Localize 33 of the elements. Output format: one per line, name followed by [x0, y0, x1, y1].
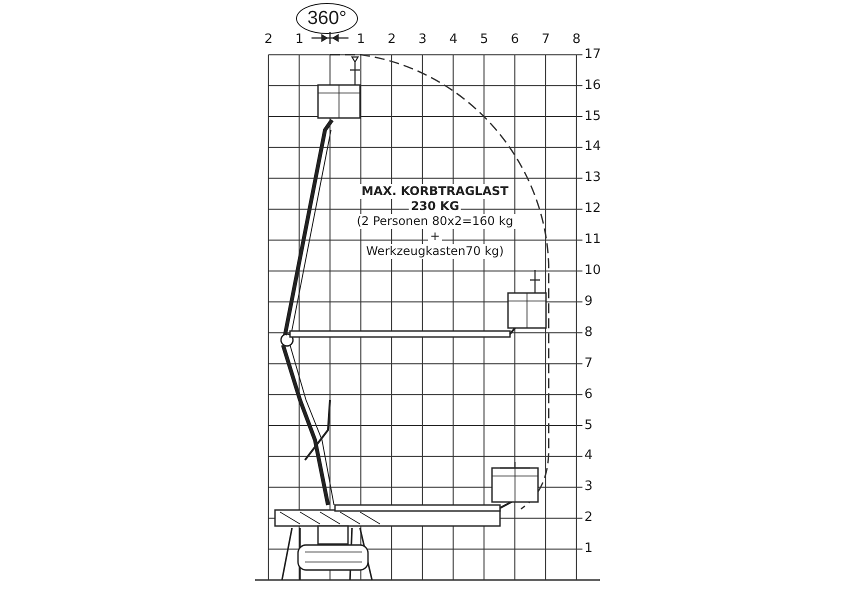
axis-tick-label: 1: [295, 32, 304, 47]
height-tick-label: 10: [584, 263, 601, 278]
height-tick-label: 13: [584, 170, 601, 186]
height-tick-label: 1: [584, 541, 593, 556]
height-tick-label: 16: [584, 78, 601, 93]
rotation-label: 360°: [307, 8, 347, 30]
height-tick-label: 11: [584, 232, 601, 248]
axis-tick-label: 2: [264, 32, 273, 47]
axis-tick-label: 4: [449, 32, 458, 47]
axis-tick-label: 2: [388, 32, 396, 47]
axis-tick-label: 6: [510, 32, 520, 47]
height-tick-label: 2: [584, 510, 593, 526]
load-capacity-note: 230 KG: [408, 199, 462, 214]
load-capacity-note: (2 Personen 80x2=160 kg: [354, 214, 516, 229]
load-capacity-note: MAX. KORBTRAGLAST: [360, 184, 510, 199]
height-tick-label: 5: [584, 418, 593, 432]
load-capacity-note: Werkzeugkasten70 kg): [364, 244, 506, 259]
height-tick-label: 9: [584, 294, 593, 309]
height-tick-label: 8: [584, 324, 593, 340]
height-tick-label: 15: [584, 108, 601, 124]
height-tick-label: 7: [584, 356, 593, 371]
height-tick-label: 17: [584, 46, 601, 62]
rotation-ellipse: [296, 3, 358, 34]
height-tick-label: 6: [584, 386, 593, 402]
height-tick-label: 4: [584, 448, 593, 464]
axis-tick-label: 3: [418, 32, 427, 47]
height-tick-label: 12: [584, 201, 601, 216]
height-tick-label: 14: [584, 139, 601, 154]
axis-tick-label: 8: [572, 32, 581, 47]
height-tick-label: 3: [584, 479, 593, 494]
axis-tick-label: 7: [542, 32, 550, 47]
axis-tick-label: 5: [480, 32, 488, 47]
axis-tick-label: 1: [356, 32, 366, 47]
